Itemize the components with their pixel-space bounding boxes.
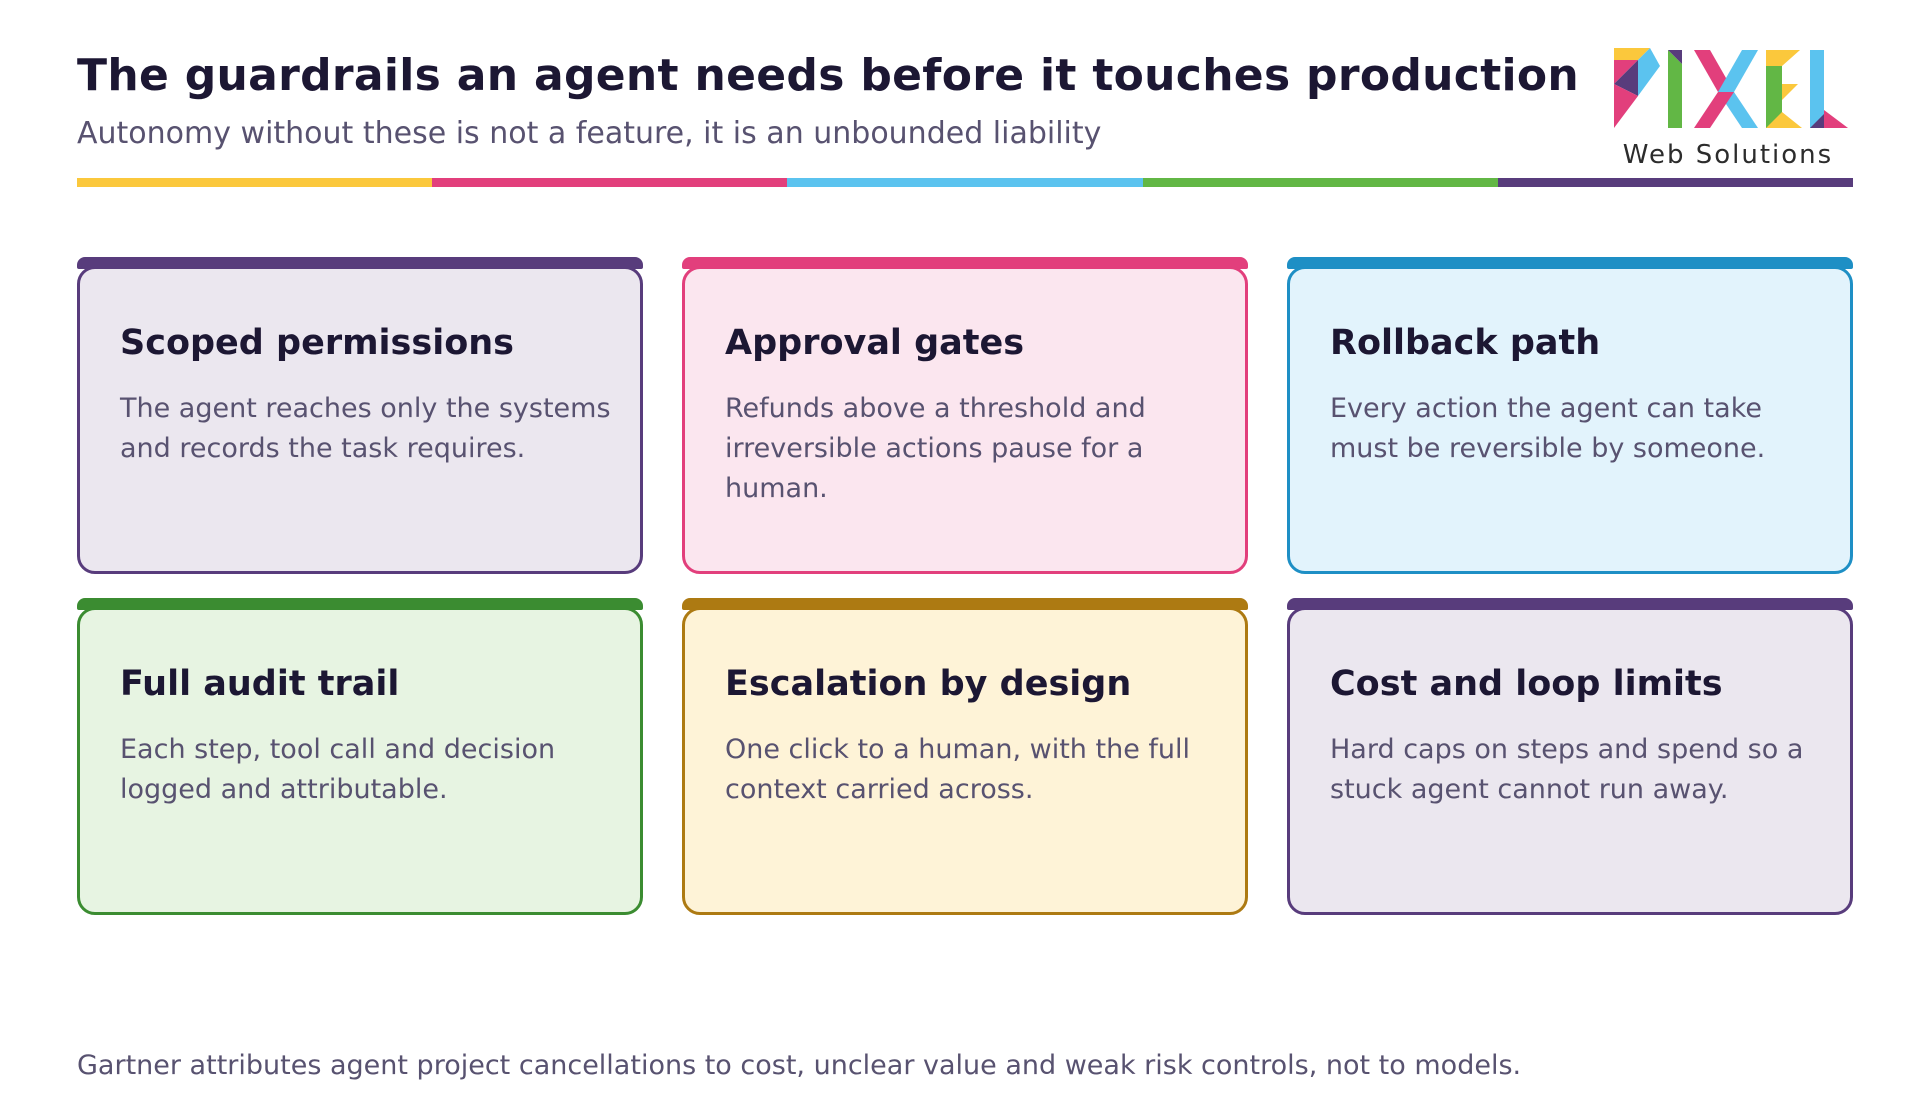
color-rule-segment: [77, 178, 433, 187]
page-subtitle: Autonomy without these is not a feature,…: [77, 116, 1102, 151]
card-title: Scoped permissions: [120, 323, 515, 363]
footer-note: Gartner attributes agent project cancell…: [77, 1050, 1522, 1081]
card-title: Rollback path: [1330, 323, 1601, 363]
card-accent-bar: [682, 257, 1248, 269]
color-rule-segment: [432, 178, 788, 187]
card-accent-bar: [1287, 257, 1853, 269]
color-rule: [77, 178, 1854, 187]
color-rule-segment: [1497, 178, 1854, 187]
card-title: Full audit trail: [120, 664, 400, 704]
card-title: Cost and loop limits: [1330, 664, 1723, 704]
card-accent-bar: [682, 598, 1248, 610]
card-body: Refunds above a threshold and irreversib…: [725, 393, 1146, 504]
card-body: Each step, tool call and decision logged…: [120, 734, 556, 805]
card-accent-bar: [1287, 598, 1853, 610]
logo-wordmark: Web Solutions: [1622, 140, 1834, 170]
color-rule-segment: [787, 178, 1143, 187]
card-title: Escalation by design: [725, 664, 1132, 704]
pixel-logo: Web Solutions: [1610, 44, 1856, 174]
card-accent-bar: [77, 257, 643, 269]
card-accent-bar: [77, 598, 643, 610]
card-body: The agent reaches only the systems and r…: [120, 393, 611, 464]
card-body: Hard caps on steps and spend so a stuck …: [1330, 734, 1804, 805]
card-body: Every action the agent can take must be …: [1330, 393, 1766, 464]
pixel-logo-mark: [1614, 48, 1848, 128]
card-body: One click to a human, with the full cont…: [725, 734, 1191, 805]
card-title: Approval gates: [725, 323, 1025, 363]
color-rule-segment: [1142, 178, 1498, 187]
page-title: The guardrails an agent needs before it …: [77, 50, 1580, 101]
